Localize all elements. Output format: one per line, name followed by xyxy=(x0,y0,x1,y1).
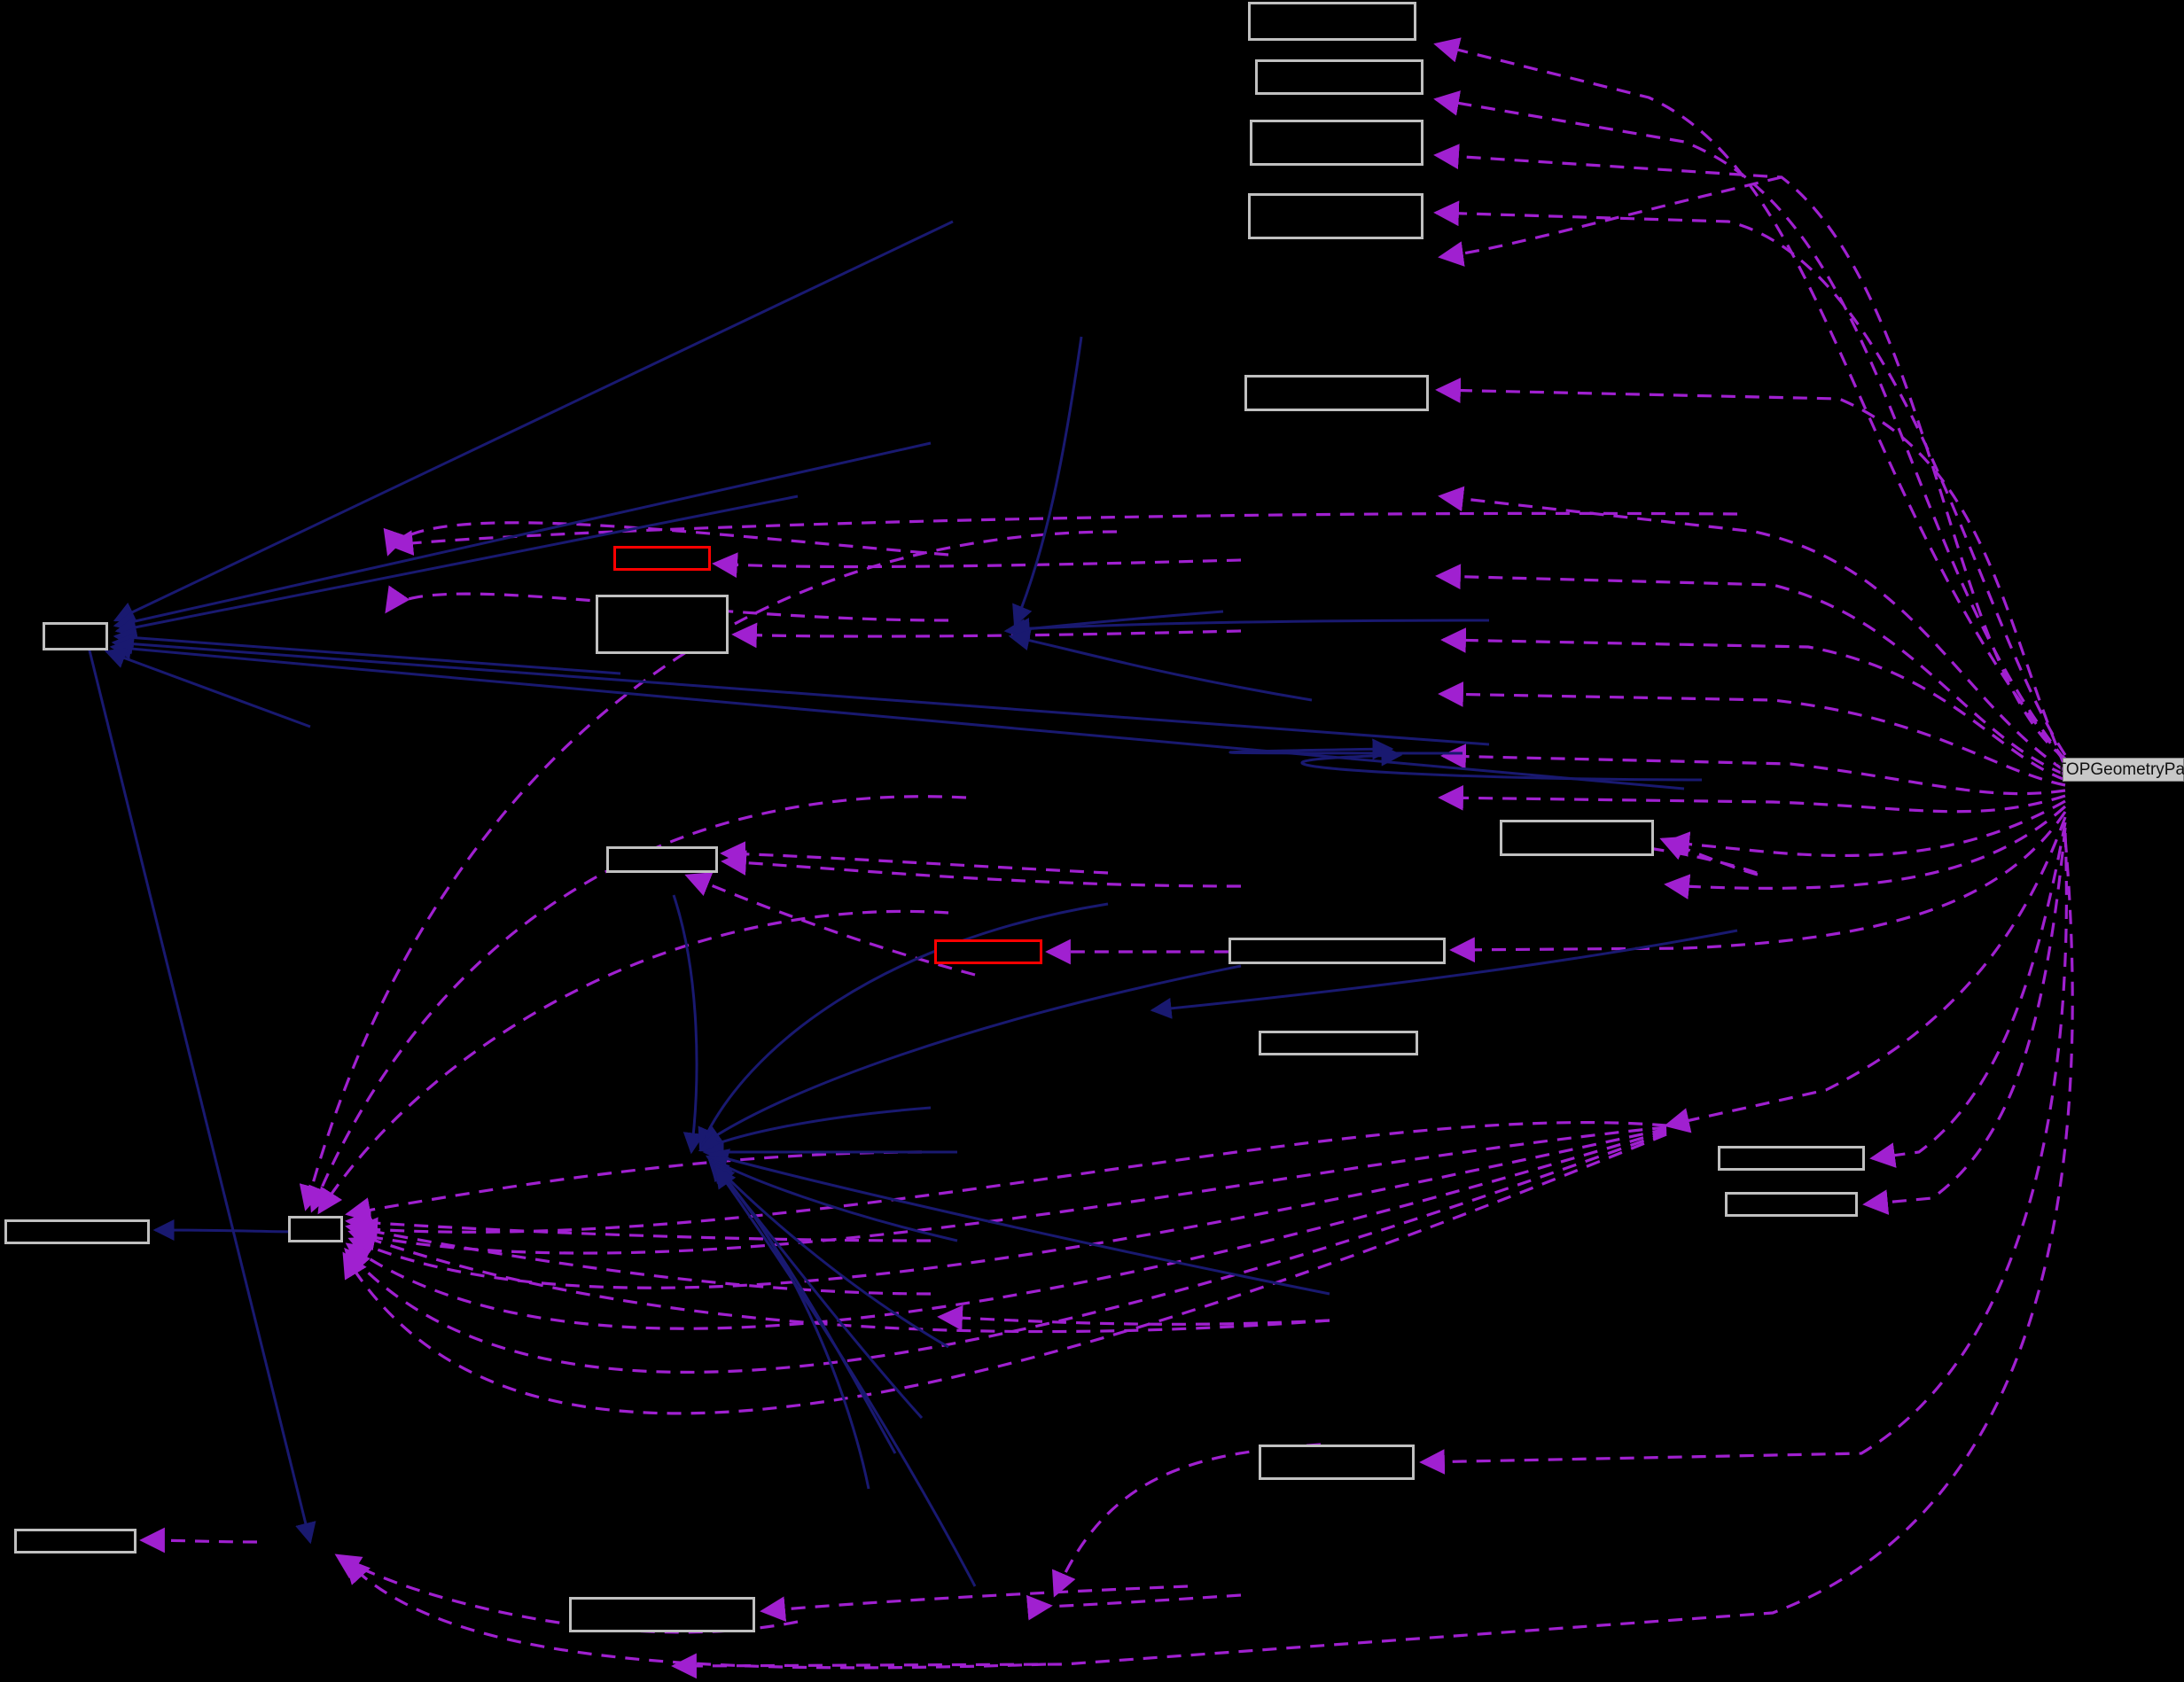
graph-node[interactable] xyxy=(288,1216,343,1242)
graph-node[interactable] xyxy=(1500,820,1654,856)
graph-node[interactable] xyxy=(1244,375,1429,411)
graph-node[interactable] xyxy=(4,1219,150,1244)
graph-node[interactable] xyxy=(43,622,108,650)
graph-node-highlighted[interactable] xyxy=(934,939,1042,964)
graph-node[interactable] xyxy=(596,595,729,654)
graph-node[interactable] xyxy=(1255,59,1424,95)
graph-node[interactable] xyxy=(569,1597,755,1632)
graph-node[interactable] xyxy=(1248,193,1424,239)
graph-node[interactable] xyxy=(1718,1146,1865,1171)
graph-node[interactable] xyxy=(1259,1444,1415,1480)
graph-node[interactable] xyxy=(1248,2,1416,41)
graph-node[interactable] xyxy=(1250,120,1424,166)
graph-node[interactable] xyxy=(606,846,718,873)
graph-node[interactable] xyxy=(1259,1031,1418,1055)
graph-node[interactable] xyxy=(1228,938,1446,964)
graph-node[interactable] xyxy=(1725,1192,1858,1217)
graph-node-highlighted[interactable] xyxy=(613,546,711,571)
graph-node[interactable] xyxy=(14,1529,136,1554)
root-node-topgeometrypar[interactable]: TOPGeometryPar xyxy=(2056,758,2184,782)
